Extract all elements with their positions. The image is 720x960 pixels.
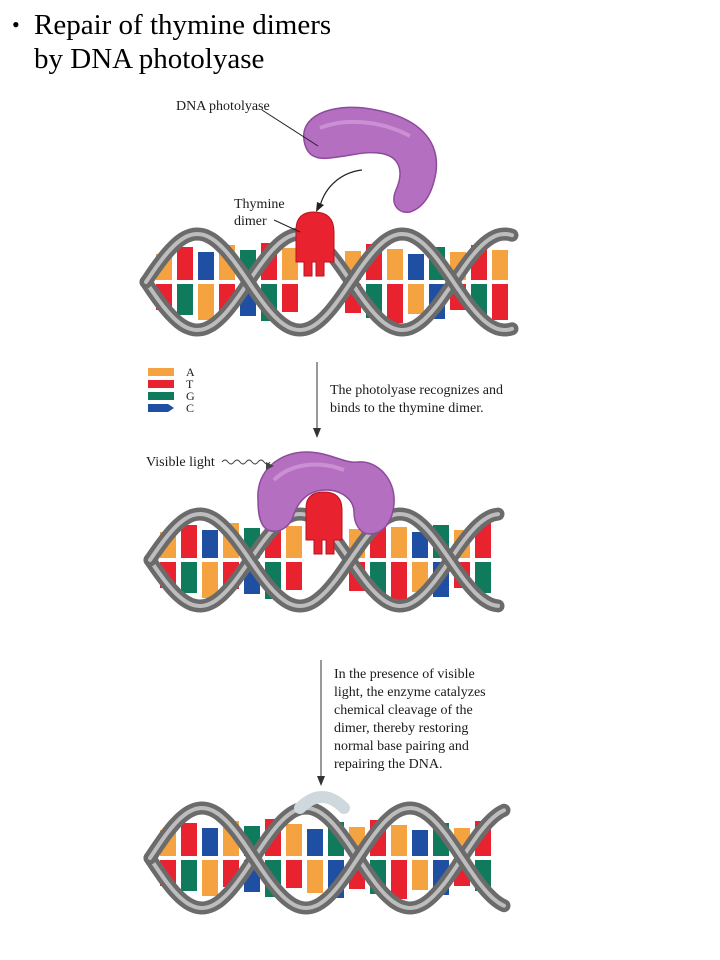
step-2-caption-line: light, the enzyme catalyzes [334, 685, 486, 700]
helix3-base-top [307, 829, 323, 856]
visible-light-label: Visible light [146, 455, 215, 470]
enzyme-approach-arrow [319, 169, 363, 207]
step-1-caption-line1: The photolyase recognizes and [330, 383, 503, 398]
helix1-base-top [198, 252, 214, 280]
helix1-base-top [387, 249, 403, 280]
helix3-base-bottom [181, 860, 197, 891]
helix1-base-bottom [177, 284, 193, 315]
helix1-base-bottom [282, 284, 298, 312]
legend-swatch-C [148, 404, 174, 412]
step-2-caption-line: normal base pairing and [334, 739, 469, 754]
helix1-base-top [177, 247, 193, 280]
helix2-base-top [391, 527, 407, 558]
step-2-arrowhead [317, 776, 325, 786]
legend-swatch-T [148, 380, 174, 388]
helix3-backbone-highlight [148, 805, 506, 911]
thymine-label-line2: dimer [234, 214, 267, 229]
thymine-pointer [273, 219, 301, 233]
dna-photolyase-bound [257, 451, 395, 535]
legend-swatch-G [148, 392, 174, 400]
dna-helix-3 [143, 791, 511, 915]
helix2-base-bottom [181, 562, 197, 593]
legend-letter-A: A [186, 365, 195, 379]
helix3-base-bottom [412, 860, 428, 890]
helix1-base-top [492, 250, 508, 280]
thymine-dimer-bound [305, 491, 343, 555]
helix1-base-bottom [198, 284, 214, 320]
step-2-caption-line: repairing the DNA. [334, 757, 442, 772]
helix3-base-bottom [391, 860, 407, 899]
helix2-backbone-highlight [148, 511, 500, 609]
helix2-base-bottom [202, 562, 218, 598]
helix2-base-bottom [286, 562, 302, 590]
helix2-base-top [412, 532, 428, 558]
helix3-base-top [181, 823, 197, 856]
panel-2: Visible light [143, 451, 505, 613]
restored-backbone [294, 791, 350, 814]
step-2-caption-line: chemical cleavage of the [334, 703, 473, 718]
helix1-base-top [282, 248, 298, 280]
helix2-base-top [202, 530, 218, 558]
helix1-base-bottom [492, 284, 508, 320]
thymine-dimer [295, 211, 335, 277]
helix2-base-top [181, 525, 197, 558]
legend-letter-G: G [186, 389, 195, 403]
helix3-base-bottom [307, 860, 323, 893]
step-1-arrowhead [313, 428, 321, 438]
helix3-base-top [391, 825, 407, 856]
photolyase-pointer [261, 109, 319, 147]
photolyase-label: DNA photolyase [176, 99, 270, 114]
helix1-backbone-highlight [144, 231, 514, 333]
dna-photolyase-enzyme [303, 106, 438, 213]
helix2-base-bottom [475, 562, 491, 593]
helix2-base-top [286, 526, 302, 558]
helix3-base-top [286, 824, 302, 856]
legend-swatch-A [148, 368, 174, 376]
helix3-backbone-highlight [148, 805, 506, 911]
title-line-1: Repair of thymine dimers [34, 9, 332, 41]
step-2-caption-line: In the presence of visible [334, 667, 475, 682]
step-2-caption-line: dimer, thereby restoring [334, 721, 468, 736]
helix1-base-top [408, 254, 424, 280]
helix1-base-bottom [408, 284, 424, 314]
light-wave [221, 459, 271, 465]
helix3-base-top [202, 828, 218, 856]
helix1-base-bottom [387, 284, 403, 323]
thymine-label-line1: Thymine [234, 197, 285, 212]
panel-3: In the presence of visible light, the enz… [143, 660, 511, 915]
helix2-base-bottom [391, 562, 407, 601]
bullet: • [12, 12, 20, 37]
step-2-caption: In the presence of visible light, the enz… [334, 667, 486, 772]
title-line-2: by DNA photolyase [34, 43, 265, 75]
legend-letter-T: T [186, 377, 194, 391]
helix3-base-bottom [202, 860, 218, 896]
enzyme-approach-arrowhead [316, 202, 324, 212]
helix3-base-top [412, 830, 428, 856]
light-wave-arrowhead [266, 462, 274, 470]
helix3-base-bottom [286, 860, 302, 888]
step-1-caption-line2: binds to the thymine dimer. [330, 401, 484, 416]
legend-letter-C: C [186, 401, 194, 415]
